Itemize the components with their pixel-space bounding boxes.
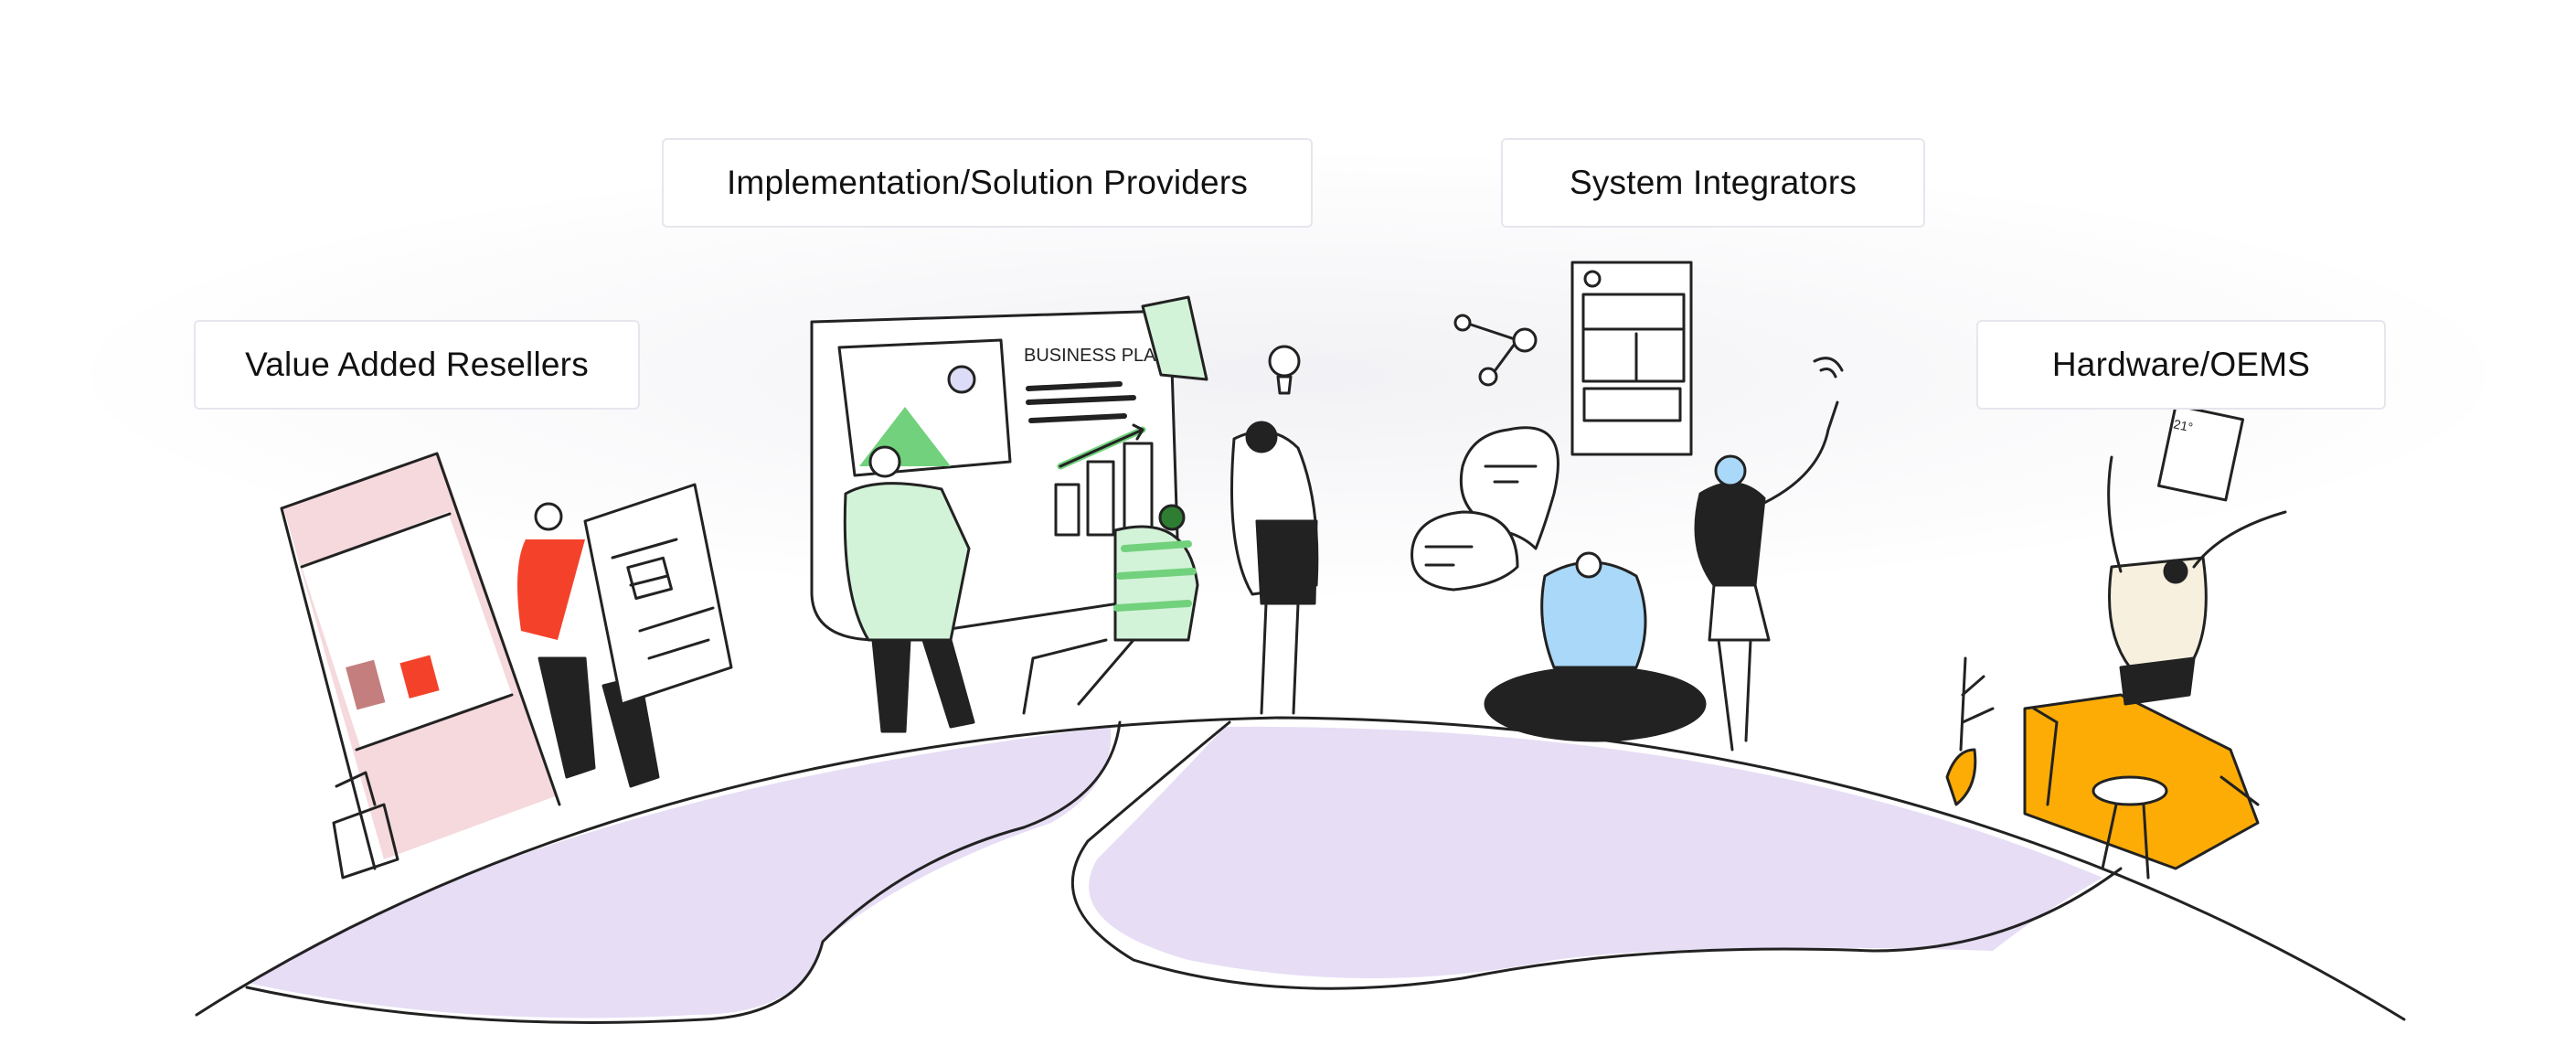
shelf-illustration [280, 452, 561, 880]
reseller-person [517, 483, 733, 788]
category-label: System Integrators [1569, 164, 1857, 201]
ground-left-fill [247, 727, 1112, 1018]
seated-person-striped [1022, 504, 1199, 715]
business-plan-title: BUSINESS PLAN [1024, 346, 1169, 366]
category-label: Value Added Resellers [245, 346, 589, 383]
category-card-hardware-oems: Hardware/OEMS [1976, 320, 2386, 410]
presenter-person [843, 445, 975, 733]
ground-arc [195, 716, 2406, 1021]
integrators-panel [1453, 261, 1693, 456]
speech-bubbles [1410, 426, 1559, 592]
category-card-system-integrators: System Integrators [1501, 138, 1925, 228]
oems-person-and-sofa: 21° [1945, 403, 2287, 880]
standing-woman [1230, 421, 1319, 715]
ground-crack-left [245, 720, 1122, 1024]
category-card-value-added-resellers: Value Added Resellers [194, 320, 640, 410]
woman-with-wand [1694, 357, 1844, 752]
sitting-person-phone [1484, 551, 1707, 742]
category-label: Implementation/Solution Providers [726, 164, 1249, 201]
category-card-implementation-solution-providers: Implementation/Solution Providers [662, 138, 1313, 228]
ground-right-fill [1089, 726, 2102, 978]
category-label: Hardware/OEMS [2051, 346, 2311, 383]
ground-crack-right [1070, 720, 2123, 990]
device-temp: 21° [2172, 416, 2194, 434]
